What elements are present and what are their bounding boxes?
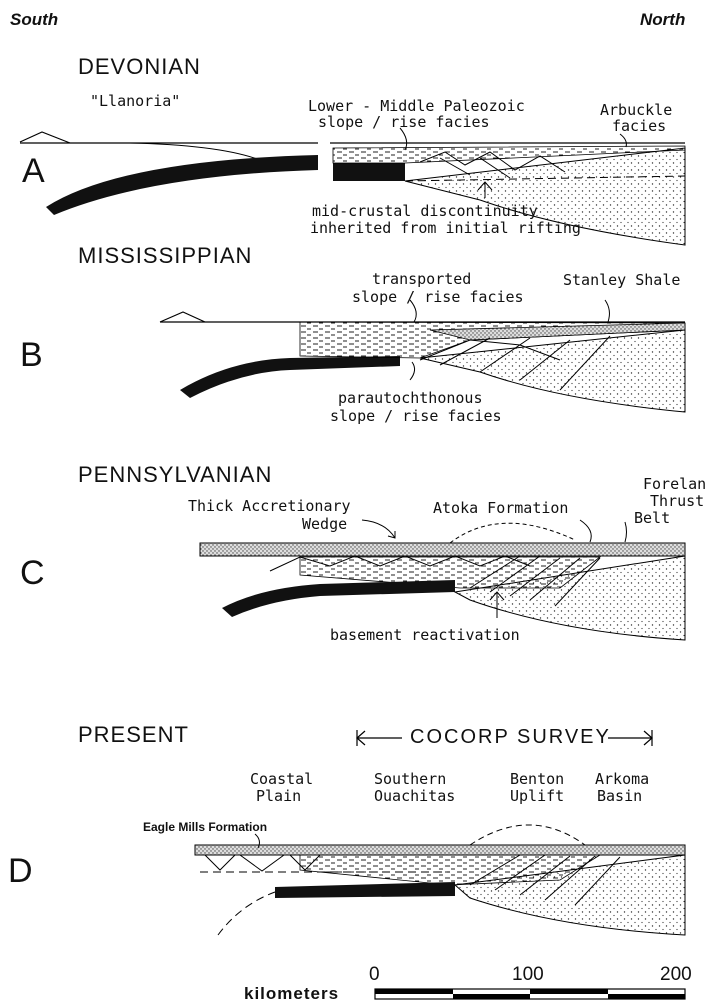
- benton-label-2: Uplift: [510, 788, 564, 805]
- scale-unit-label: kilometers: [244, 984, 339, 1004]
- surface-d: [195, 845, 685, 855]
- era-devonian: DEVONIAN: [78, 54, 201, 79]
- era-present: PRESENT: [78, 722, 189, 747]
- hill-b: [160, 312, 205, 322]
- benton-label-1: Benton: [510, 771, 564, 788]
- coastal-label-1: Coastal: [250, 771, 313, 788]
- eagle-mills-label: Eagle Mills Formation: [143, 821, 267, 835]
- section-d: [195, 730, 685, 935]
- slab-d: [275, 882, 455, 898]
- ouachitas-label-2: Ouachitas: [374, 788, 455, 805]
- discontinuity-label-2: inherited from initial rifting: [310, 220, 581, 237]
- foreland-label-3: Belt: [634, 510, 670, 527]
- era-mississippian: MISSISSIPPIAN: [78, 243, 252, 268]
- foreland-label-1: Foreland: [643, 476, 705, 493]
- arbuckle-label-2: facies: [612, 118, 666, 135]
- scale-tick-0: 0: [369, 964, 380, 986]
- panel-letter-b: B: [20, 336, 43, 375]
- transported-label-2: slope / rise facies: [352, 289, 524, 306]
- foreland-label-2: Thrust: [650, 493, 704, 510]
- wedge-label-2: Wedge: [302, 516, 347, 533]
- arkoma-label-1: Arkoma: [595, 771, 649, 788]
- era-pennsylvanian: PENNSYLVANIAN: [78, 462, 272, 487]
- ouachitas-label-1: Southern: [374, 771, 446, 788]
- stanley-label: Stanley Shale: [563, 272, 680, 289]
- panel-letter-a: A: [22, 152, 45, 191]
- cocorp-survey-label: COCORP SURVEY: [410, 726, 611, 749]
- parauto-label-2: slope / rise facies: [330, 408, 502, 425]
- parauto-label-1: parautochthonous: [338, 390, 483, 407]
- section-c: [200, 520, 685, 640]
- crustal-block: [333, 163, 405, 181]
- discontinuity-label-1: mid-crustal discontinuity: [312, 203, 538, 220]
- atoka-label: Atoka Formation: [433, 500, 568, 517]
- scale-tick-100: 100: [512, 964, 544, 986]
- basement-label: basement reactivation: [330, 627, 520, 644]
- llanoria-label: "Llanoria": [90, 93, 180, 110]
- arkoma-label-2: Basin: [597, 788, 642, 805]
- scale-bar: [375, 989, 685, 999]
- panel-letter-c: C: [20, 554, 45, 593]
- slab-c: [222, 580, 455, 617]
- llanoria-hill: [20, 132, 70, 143]
- south-label: South: [10, 10, 58, 30]
- wedge-label-1: Thick Accretionary: [188, 498, 351, 515]
- atoka-dome: [450, 523, 575, 543]
- transported-label-1: transported: [372, 271, 471, 288]
- north-label: North: [640, 10, 685, 30]
- old-slab-d: [218, 892, 275, 935]
- slope-curve: [130, 143, 260, 160]
- coastal-label-2: Plain: [256, 788, 301, 805]
- benton-dome: [470, 825, 585, 845]
- wedge-top-c: [200, 543, 685, 556]
- subducting-slab: [46, 155, 318, 215]
- scale-tick-200: 200: [660, 964, 692, 986]
- panel-letter-d: D: [8, 852, 33, 891]
- slope-label-2: slope / rise facies: [318, 114, 490, 131]
